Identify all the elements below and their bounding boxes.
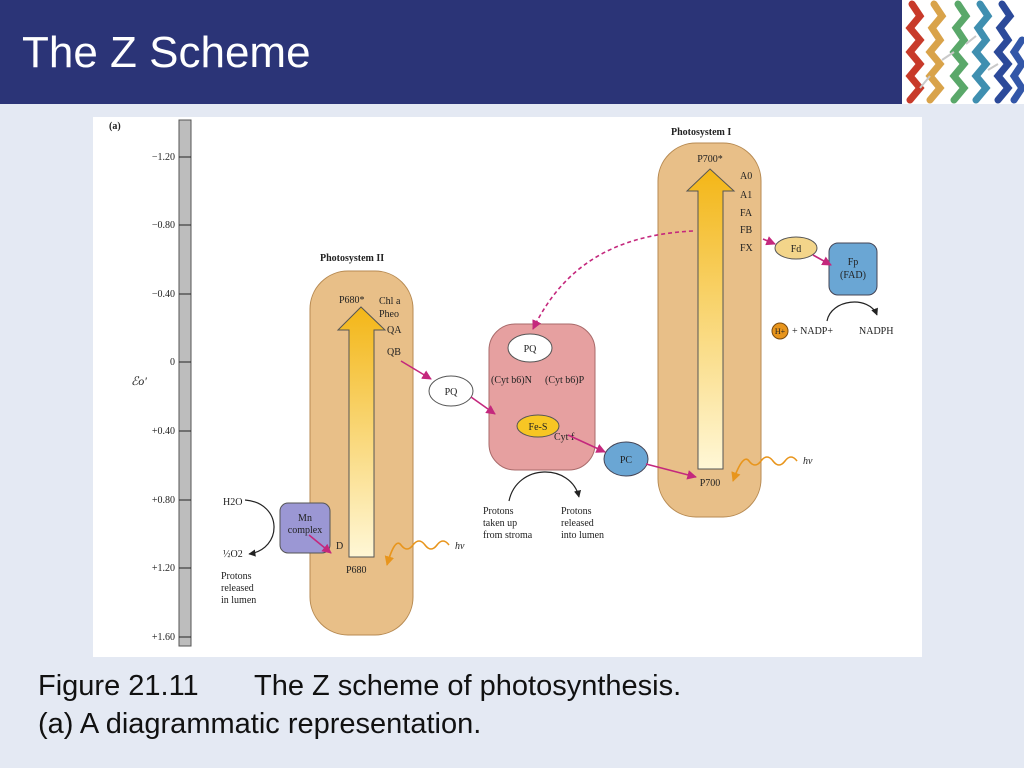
donor-label: D [336, 541, 343, 552]
psii-carrier-label: QA [387, 325, 402, 336]
mn-complex: Mn complex [279, 502, 331, 554]
psi-carrier-label: FB [740, 225, 753, 236]
psii-carrier-label: Pheo [379, 309, 399, 320]
axis-tick-label: +0.80 [152, 495, 175, 506]
mn-complex-label: complex [288, 525, 322, 536]
fp-label: (FAD) [840, 270, 866, 281]
fd-carrier [774, 236, 818, 260]
psi-carrier-label: FA [740, 208, 753, 219]
protons-lumen-label: in lumen [221, 595, 256, 606]
figure-caption-text: The Z scheme of photosynthesis. [254, 670, 682, 702]
psi-carrier-label: A1 [740, 190, 752, 201]
fp-fad [828, 242, 878, 296]
pq-carrier-label: PQ [445, 387, 459, 398]
fe-s-label: Fe-S [529, 422, 548, 433]
axis-tick-label: 0 [170, 357, 175, 368]
cytochrome-pq-label: PQ [524, 344, 538, 355]
psii-carrier-label: Chl a [379, 296, 401, 307]
water-label: H2O [223, 497, 242, 508]
p680-label: P680 [346, 565, 367, 576]
pc-carrier-label: PC [620, 455, 633, 466]
photosystem-i-title: Photosystem I [671, 127, 731, 138]
proton-label: H+ [775, 327, 786, 336]
proton-symbol [771, 322, 789, 340]
electron-path [308, 230, 832, 554]
protons-lumen-label: released [221, 583, 254, 594]
oxygen-label: ½O2 [223, 549, 243, 560]
protons-stroma-label: from stroma [483, 530, 533, 541]
fp-label: Fp [848, 257, 859, 268]
light-label: hν [803, 456, 813, 467]
axis-tick-label: +1.60 [152, 632, 175, 643]
protons-stroma-label: taken up [483, 518, 517, 529]
slide-title: The Z Scheme [22, 28, 311, 77]
psii-carrier-label: QB [387, 347, 401, 358]
cyclic-electron-path [532, 230, 694, 330]
protons-lumen-label: Protons [221, 571, 252, 582]
photosystem-ii-title: Photosystem II [320, 253, 384, 264]
p700-star-label: P700* [697, 154, 723, 165]
protons-into-lumen-label: into lumen [561, 530, 604, 541]
cyt-f-label: Cyt f [554, 432, 575, 443]
axis-tick-label: −0.40 [152, 289, 175, 300]
figure-number: Figure 21.11 [38, 670, 199, 702]
pc-carrier [603, 441, 649, 477]
p700-label: P700 [700, 478, 721, 489]
psi-carrier-label: FX [740, 243, 754, 254]
z-scheme-figure: (a) −1.20 −0.80 −0.40 0 +0.40 +0.80 [93, 117, 922, 657]
mn-complex-label: Mn [298, 513, 312, 524]
potential-axis: −1.20 −0.80 −0.40 0 +0.40 +0.80 +1.20 +1… [131, 119, 192, 647]
axis-label: ℰo′ [131, 374, 147, 388]
axis-tick-label: −0.80 [152, 220, 175, 231]
psi-carrier-label: A0 [740, 171, 752, 182]
axis-tick-label: +0.40 [152, 426, 175, 437]
psii-excitation-arrow [336, 306, 387, 558]
axis-tick-label: −1.20 [152, 152, 175, 163]
cyt-b6p-label: (Cyt b6)P [545, 375, 585, 386]
nadph-label: NADPH [859, 326, 893, 337]
protein-structure-image [902, 0, 1024, 104]
cyt-b6n-label: (Cyt b6)N [491, 375, 532, 386]
panel-label: (a) [109, 121, 121, 132]
protons-stroma-label: Protons [483, 506, 514, 517]
cytochrome-complex: PQ (Cyt b6)N (Cyt b6)P Fe-S Cyt f [488, 323, 596, 471]
nadp-reaction-label: + NADP+ [792, 326, 833, 337]
axis-tick-label: +1.20 [152, 563, 175, 574]
light-wave-psii [384, 540, 450, 566]
protons-into-lumen-label: Protons [561, 506, 592, 517]
pq-carrier [428, 375, 474, 407]
nadp-reduction-arrow [826, 301, 878, 322]
proton-transfer-arrow [508, 471, 582, 502]
slide-header: The Z Scheme [0, 0, 1024, 104]
psi-excitation-arrow [685, 168, 736, 470]
protons-into-lumen-label: released [561, 518, 594, 529]
figure-caption-line2: (a) A diagrammatic representation. [38, 708, 482, 740]
figure-caption: Figure 21.11 The Z scheme of photosynthes… [38, 670, 681, 703]
fd-carrier-label: Fd [791, 244, 802, 255]
photosystem-ii: Photosystem II P680* Chl a Pheo QA QB D … [309, 253, 414, 636]
p680-star-label: P680* [339, 295, 365, 306]
water-oxidation-arrow [244, 499, 275, 557]
light-label: hν [455, 541, 465, 552]
photosystem-i: Photosystem I P700* A0 A1 FA FB FX P700 [657, 127, 762, 518]
light-wave-psi [731, 456, 798, 482]
